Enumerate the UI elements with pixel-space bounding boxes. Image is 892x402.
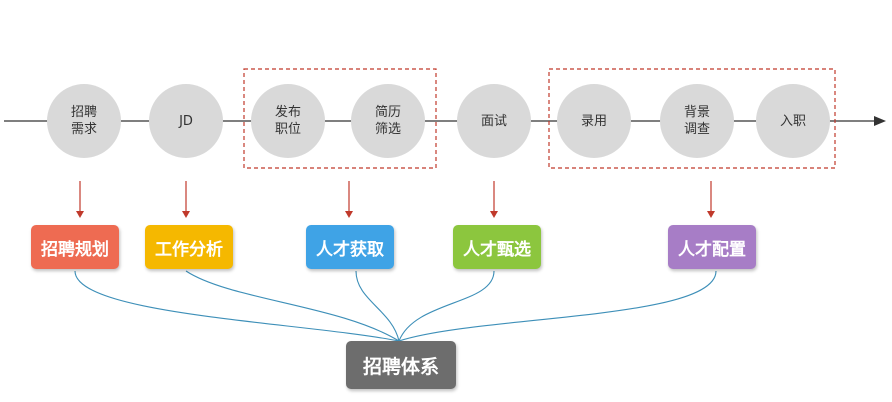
step-circle-post-job — [251, 84, 325, 158]
step-circle-background-check — [660, 84, 734, 158]
category-talent-acquisition: 人才获取 — [306, 225, 394, 269]
down-arrowhead-talent-acquisition — [345, 211, 353, 218]
connector-curve-recruit-planning — [74, 270, 400, 342]
recruitment-system-box: 招聘体系 — [346, 341, 456, 389]
category-recruit-planning: 招聘规划 — [31, 225, 119, 269]
step-circle-jd — [149, 84, 223, 158]
timeline-arrowhead — [874, 116, 886, 126]
category-talent-placement: 人才配置 — [668, 225, 756, 269]
connector-curve-talent-placement — [398, 270, 717, 342]
category-job-analysis: 工作分析 — [145, 225, 233, 269]
group-frame-sourcing — [243, 68, 437, 169]
step-circle-recruit-demand — [47, 84, 121, 158]
group-frame-placement — [548, 68, 836, 169]
down-arrowhead-recruit-planning — [76, 211, 84, 218]
connector-curve-talent-acquisition — [355, 270, 400, 342]
connector-curve-job-analysis — [185, 270, 400, 342]
step-circle-hire — [557, 84, 631, 158]
step-circle-onboard — [756, 84, 830, 158]
category-talent-selection: 人才甄选 — [453, 225, 541, 269]
down-arrowhead-talent-selection — [490, 211, 498, 218]
connector-curve-talent-selection — [398, 270, 495, 342]
step-circle-interview — [457, 84, 531, 158]
down-arrowhead-talent-placement — [707, 211, 715, 218]
step-circle-resume-screen — [351, 84, 425, 158]
down-arrowhead-job-analysis — [182, 211, 190, 218]
